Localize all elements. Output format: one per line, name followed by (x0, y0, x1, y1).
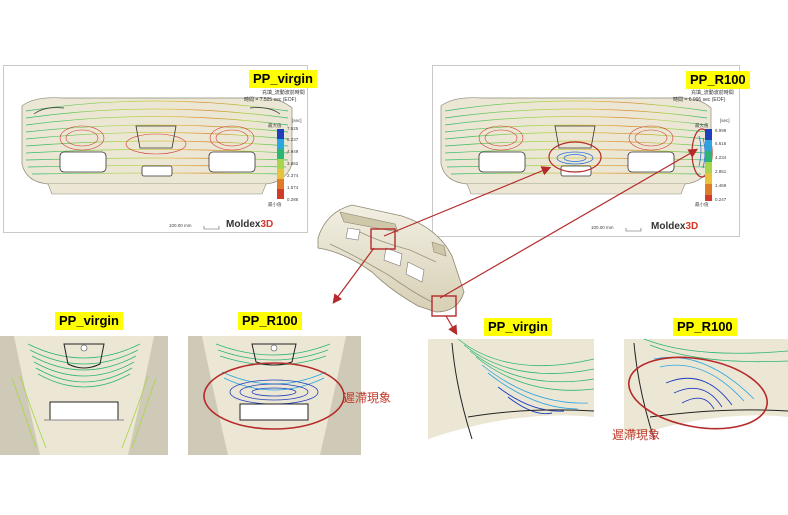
arrow-to-r100-center (383, 166, 552, 237)
result-value-virgin: 時間 = 7.525 sec (EOF) (244, 97, 297, 103)
legend-value: 6.998 (715, 128, 727, 133)
zoom2-r100-contour (624, 338, 788, 440)
legend-unit-virgin: [sec] (292, 118, 302, 123)
zoom1-r100-contour (188, 336, 361, 455)
bumper-contour-plot-r100 (440, 97, 713, 232)
label-pp-r100-zoom1: PP_R100 (238, 312, 302, 330)
moldex3d-logo-r100: Moldex3D (651, 221, 699, 232)
bumper-contour-plot-virgin (21, 97, 293, 230)
moldex3d-logo-virgin: Moldex3D (226, 219, 274, 230)
legend-value: 4.234 (715, 155, 727, 160)
label-pp-virgin-zoom2: PP_virgin (484, 318, 552, 336)
scale-label-virgin: 100.00 mm (169, 223, 192, 228)
label-pp-r100-top: PP_R100 (686, 71, 750, 89)
legend-unit-r100: [sec] (720, 118, 730, 123)
legend-min-label-r100: 最小值 (695, 202, 709, 207)
result-title-r100: 充填_流動波前時間 (691, 90, 734, 96)
arrow-to-r100-edge (439, 148, 699, 299)
arrow-to-zoom2 (445, 315, 458, 336)
legend-value: 7.525 (287, 126, 299, 131)
legend-value: 2.851 (715, 169, 727, 174)
label-pp-virgin-zoom1: PP_virgin (55, 312, 123, 330)
legend-value: 6.237 (287, 137, 299, 142)
legend-min-label-virgin: 最小值 (268, 202, 282, 207)
scale-label-r100: 100.00 mm (591, 225, 614, 230)
result-value-r100: 時間 = 6.996 sec (EOF) (673, 97, 726, 103)
legend-value: 4.949 (287, 149, 299, 154)
legend-value: 0.286 (287, 197, 299, 202)
legend-value: 1.469 (715, 183, 727, 188)
result-panel-virgin: PP_virgin 充填_流動波前時間 時間 = 7.525 sec (EOF)… (3, 65, 317, 233)
arrow-to-zoom1 (332, 247, 375, 304)
legend-value: 5.616 (715, 141, 727, 146)
hesitation-label-1: 遲滯現象 (343, 391, 392, 405)
legend-max-label-virgin: 最大值 (268, 123, 282, 128)
zoom1-virgin-contour (0, 336, 168, 455)
hesitation-label-2: 遲滯現象 (612, 428, 661, 442)
legend-value: 0.247 (715, 197, 727, 202)
bumper-3d-model (317, 204, 465, 317)
result-title-virgin: 充填_流動波前時間 (262, 90, 305, 96)
legend-max-label-r100: 最大值 (695, 123, 709, 128)
legend-value: 3.662 (287, 161, 299, 166)
label-pp-r100-zoom2: PP_R100 (673, 318, 737, 336)
zoom2-virgin-contour (428, 338, 595, 440)
legend-value: 2.374 (287, 173, 299, 178)
legend-value: 1.574 (287, 185, 299, 190)
label-pp-virgin-top: PP_virgin (249, 70, 317, 88)
